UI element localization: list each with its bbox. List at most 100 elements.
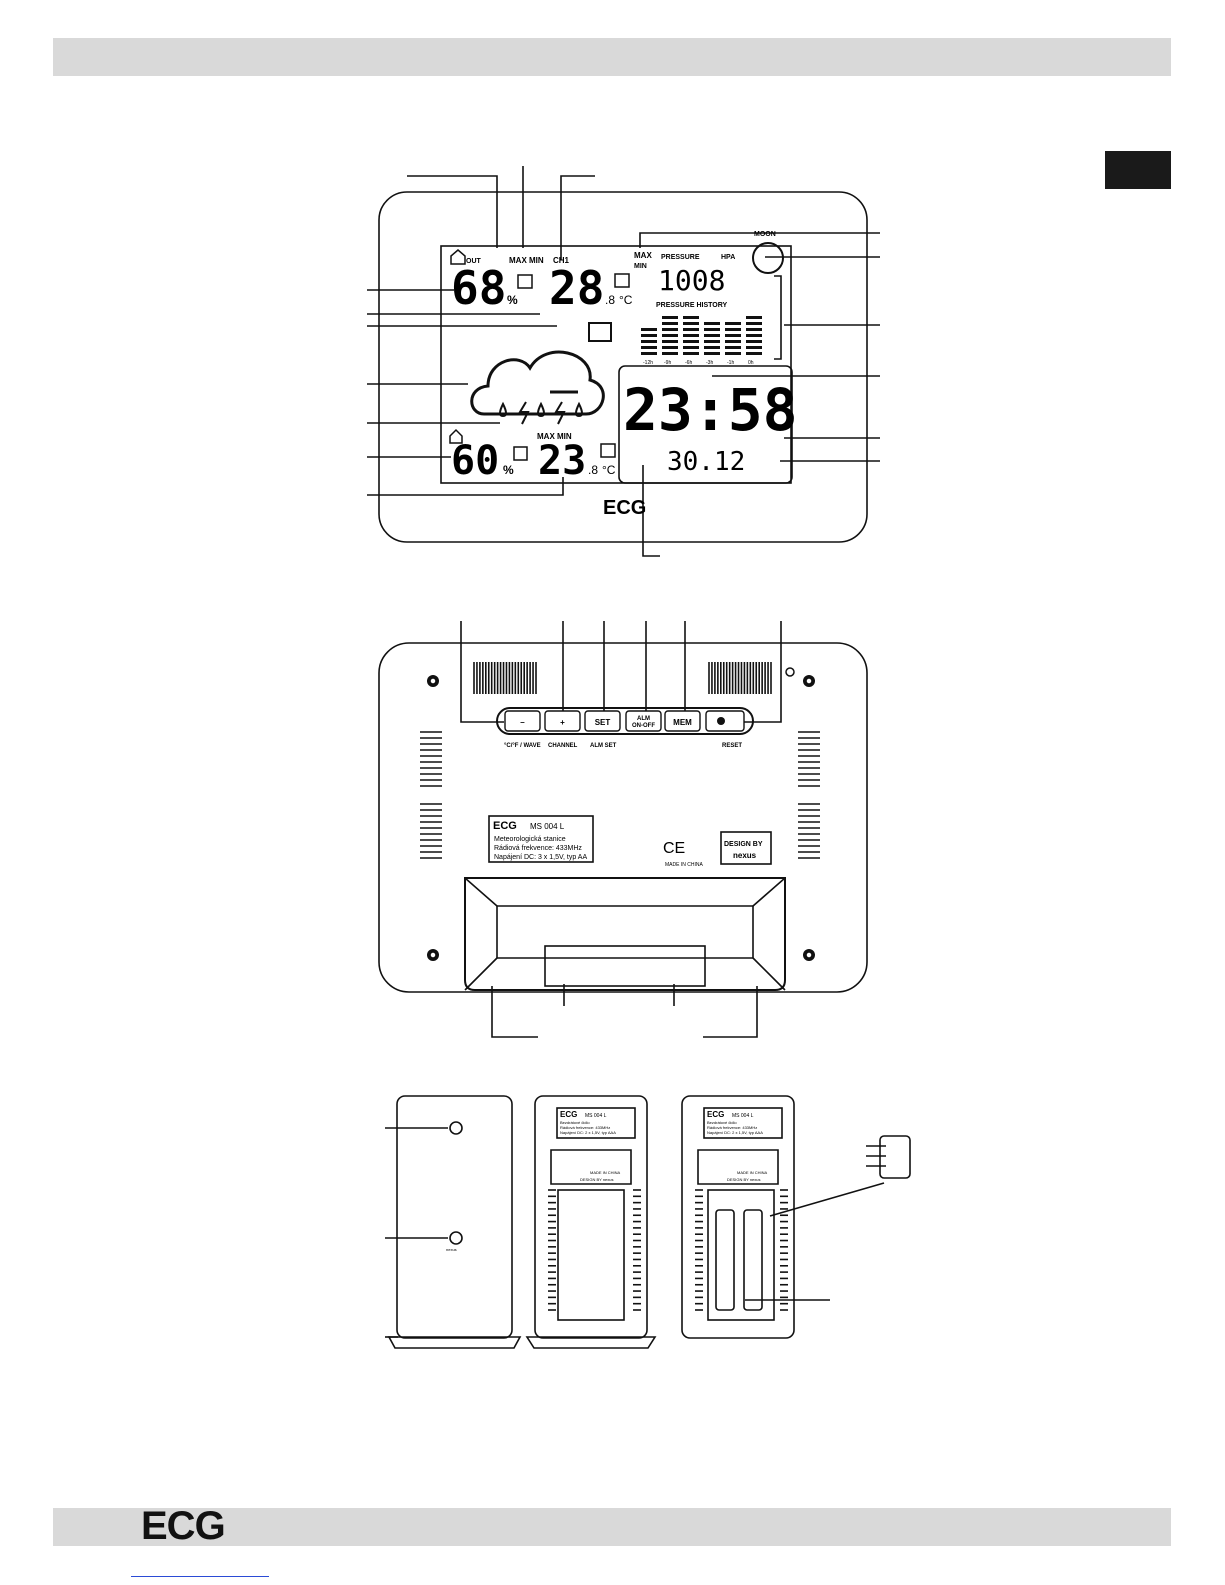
sensor-label-model: MS 004 L — [585, 1113, 607, 1119]
indoor-home-icon — [449, 428, 463, 444]
svg-text:+: + — [560, 718, 565, 727]
history-segment — [704, 334, 720, 337]
svg-text:ALM: ALM — [637, 716, 650, 722]
lightning-icon — [554, 401, 566, 425]
back-label-line-1: Meteorologická stanice — [494, 836, 566, 843]
battery-cover — [544, 945, 706, 987]
front-logo: ECG — [603, 497, 646, 519]
history-segment — [725, 352, 741, 355]
back-label-line-3: Napájení DC: 3 x 1,5V, typ AA — [494, 854, 587, 861]
raindrop-icon — [499, 401, 507, 418]
sensor-battery-compartment — [707, 1189, 775, 1321]
sensor-battery-cover — [557, 1189, 625, 1321]
back-button[interactable]: SET — [584, 710, 621, 732]
clock-window — [618, 365, 793, 484]
design-by-badge — [720, 831, 772, 865]
sensor-open — [681, 1095, 795, 1339]
history-segment — [683, 316, 699, 319]
cloud-icon — [470, 350, 605, 416]
pressure-history-chart — [641, 316, 762, 355]
outdoor-temperature-unit: °C — [619, 293, 633, 307]
history-segment — [746, 322, 762, 325]
moon-icon — [752, 242, 784, 274]
history-tick-label: -9h — [664, 360, 671, 366]
battery-stand — [464, 877, 786, 991]
history-segment — [683, 322, 699, 325]
history-segment — [725, 346, 741, 349]
reset-button[interactable] — [705, 710, 745, 732]
indoor-temperature: 23 — [538, 438, 586, 484]
sub-label-alm-set: ALM SET — [590, 743, 617, 749]
back-button[interactable]: + — [544, 710, 581, 732]
raindrop-icon — [537, 401, 545, 418]
history-segment — [662, 316, 678, 319]
language-tab — [1105, 151, 1171, 189]
history-segment — [746, 334, 762, 337]
back-label-model: MS 004 L — [530, 822, 565, 831]
history-segment — [641, 352, 657, 355]
history-segment — [641, 340, 657, 343]
reset-label: RESET — [722, 743, 742, 749]
front-housing — [378, 191, 868, 543]
history-segment — [704, 346, 720, 349]
history-tick-label: -3h — [706, 360, 713, 366]
history-segment — [683, 346, 699, 349]
history-segment — [683, 328, 699, 331]
outdoor-maxmin-label: MAX MIN — [509, 256, 544, 265]
pressure-history-label: PRESSURE HISTORY — [656, 302, 728, 309]
outdoor-humidity-unit: % — [507, 293, 518, 307]
outdoor-home-icon — [450, 249, 466, 265]
svg-text:–: – — [520, 718, 525, 727]
pressure-max-label: MAX — [634, 251, 652, 260]
pressure-min-label: MIN — [634, 263, 647, 270]
pressure-label: PRESSURE — [661, 254, 700, 261]
history-segment — [746, 316, 762, 319]
history-segment — [662, 322, 678, 325]
history-segment — [746, 352, 762, 355]
channel-switch-detail — [879, 1135, 911, 1179]
sensor-icon — [588, 322, 612, 342]
sensor-open-label-line-3: Napájení DC: 2 x 1,5V, typ AAA — [707, 1130, 763, 1135]
sensor-front-stand — [387, 1336, 522, 1349]
sub-label-channel: CHANNEL — [548, 743, 578, 749]
back-button[interactable]: MEM — [664, 710, 701, 732]
history-segment — [704, 352, 720, 355]
history-tick-label: -1h — [727, 360, 734, 366]
history-segment — [662, 340, 678, 343]
indoor-humidity-unit: % — [503, 463, 514, 477]
lightning-icon — [518, 401, 530, 425]
pressure-unit: HPA — [721, 254, 735, 261]
sensor-open-design-by: DESIGN BY nexus — [727, 1177, 761, 1182]
history-segment — [683, 334, 699, 337]
design-by-brand: nexus — [733, 851, 757, 860]
sensor-label-line-1: Bezdrátové čidlo — [560, 1120, 590, 1125]
footer-bar — [53, 1508, 1171, 1546]
raindrop-icon — [575, 401, 583, 418]
history-segment — [704, 322, 720, 325]
back-button[interactable]: – — [504, 710, 541, 732]
sensor-front — [396, 1095, 513, 1339]
back-label-brand: ECG — [493, 820, 517, 832]
history-segment — [662, 346, 678, 349]
indoor-humidity: 60 — [451, 438, 499, 484]
moon-label: MOON — [754, 231, 776, 238]
history-segment — [641, 346, 657, 349]
sensor-open-label-line-1: Bezdrátové čidlo — [707, 1120, 737, 1125]
back-housing — [378, 642, 868, 993]
sensor-label-line-2: Rádiová frekvence: 433MHz — [560, 1125, 610, 1130]
footer-logo: ECG — [141, 1504, 226, 1548]
history-segment — [704, 328, 720, 331]
history-segment — [683, 352, 699, 355]
clock-time: 23:58 — [623, 376, 798, 444]
sensor-open-label-line-2: Rádiová frekvence: 433MHz — [707, 1125, 757, 1130]
button-strip — [496, 707, 754, 735]
indoor-temperature-unit: °C — [602, 463, 616, 477]
history-tick-label: 0h — [748, 360, 754, 366]
sensor-open-label-model: MS 004 L — [732, 1113, 754, 1119]
header-bar — [53, 38, 1171, 76]
history-tick-label: -12h — [643, 360, 653, 366]
back-label-line-2: Rádiová frekvence: 433MHz — [494, 845, 582, 852]
history-segment — [725, 340, 741, 343]
